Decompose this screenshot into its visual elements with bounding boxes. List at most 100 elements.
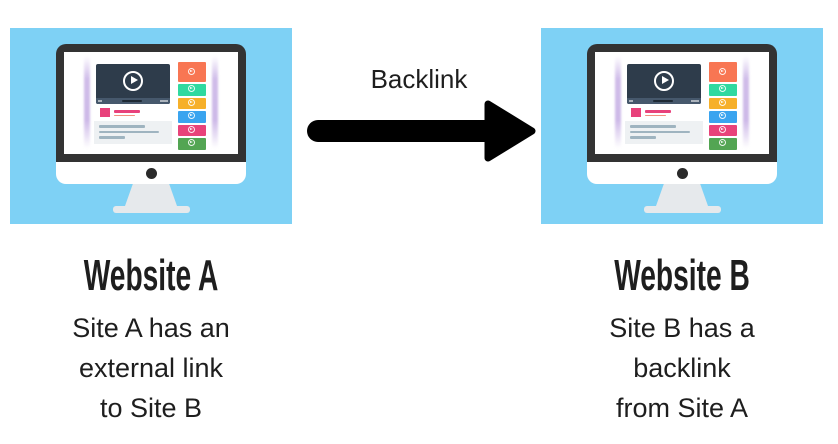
monitor-stand-base bbox=[643, 206, 721, 213]
video-control-left-icon bbox=[98, 100, 102, 102]
play-triangle-icon bbox=[190, 87, 193, 90]
text-line bbox=[99, 125, 145, 128]
video-thumb-green bbox=[178, 138, 206, 150]
article-title-line bbox=[114, 110, 140, 113]
website-a-panel bbox=[10, 28, 292, 224]
text-line bbox=[630, 130, 690, 133]
power-button-icon bbox=[146, 168, 157, 179]
video-player bbox=[96, 64, 170, 104]
monitor-stand-base bbox=[112, 206, 190, 213]
article-title-line bbox=[645, 110, 671, 113]
video-controls-bar bbox=[627, 98, 701, 104]
website-b-text: Website B Site B has a backlink from Sit… bbox=[541, 251, 823, 428]
page-shadow-right bbox=[212, 56, 218, 148]
video-controls-bar bbox=[96, 98, 170, 104]
text-line bbox=[630, 125, 676, 128]
power-button-icon bbox=[677, 168, 688, 179]
play-icon bbox=[718, 67, 726, 75]
play-icon bbox=[123, 70, 143, 91]
caption-line: external link bbox=[78, 353, 224, 383]
video-thumb-teal bbox=[178, 84, 206, 96]
monitor-chin bbox=[587, 162, 777, 184]
play-triangle-icon bbox=[721, 69, 724, 72]
play-icon bbox=[187, 98, 195, 106]
video-sidebar bbox=[178, 62, 206, 150]
video-progress-bar bbox=[653, 100, 673, 102]
play-triangle-icon bbox=[721, 114, 724, 117]
play-triangle-icon bbox=[662, 76, 669, 85]
website-a-caption: Site A has an external link to Site B bbox=[10, 308, 292, 428]
video-player bbox=[627, 64, 701, 104]
play-icon bbox=[654, 70, 674, 91]
play-triangle-icon bbox=[190, 100, 193, 103]
website-a-title: Website A bbox=[83, 251, 219, 300]
video-thumb-yellow bbox=[709, 97, 737, 109]
play-icon bbox=[718, 85, 726, 93]
backlink-label: Backlink bbox=[370, 64, 468, 94]
video-control-right-icon bbox=[691, 100, 699, 102]
website-b-panel bbox=[541, 28, 823, 224]
caption-line: from Site A bbox=[615, 393, 749, 423]
monitor-stand-neck bbox=[125, 184, 177, 206]
play-icon bbox=[718, 98, 726, 106]
play-icon bbox=[187, 85, 195, 93]
monitor-bezel bbox=[56, 44, 246, 162]
browser-screen bbox=[64, 52, 238, 154]
caption-line: backlink bbox=[633, 353, 731, 383]
article-subtitle-line bbox=[645, 114, 666, 116]
article-thumbnail bbox=[100, 108, 110, 117]
video-control-right-icon bbox=[160, 100, 168, 102]
monitor-stand-neck bbox=[656, 184, 708, 206]
monitor-chin bbox=[56, 162, 246, 184]
page-shadow-right bbox=[743, 56, 749, 148]
website-a-text: Website A Site A has an external link to… bbox=[10, 251, 292, 428]
article-thumbnail bbox=[631, 108, 641, 117]
play-triangle-icon bbox=[190, 127, 193, 130]
play-icon bbox=[718, 112, 726, 120]
video-thumb-green bbox=[709, 138, 737, 150]
text-line bbox=[99, 130, 159, 133]
caption-line: Site A has an bbox=[72, 313, 230, 343]
video-thumb-yellow bbox=[178, 97, 206, 109]
monitor-illustration-b bbox=[587, 44, 777, 213]
video-progress-bar bbox=[122, 100, 142, 102]
play-triangle-icon bbox=[721, 127, 724, 130]
play-icon bbox=[718, 139, 726, 147]
video-thumb-pink bbox=[178, 124, 206, 136]
play-triangle-icon bbox=[131, 76, 138, 85]
caption-line: to Site B bbox=[99, 393, 203, 423]
play-icon bbox=[187, 139, 195, 147]
video-thumb-pink bbox=[709, 124, 737, 136]
monitor-illustration-a bbox=[56, 44, 246, 213]
website-b-caption: Site B has a backlink from Site A bbox=[541, 308, 823, 428]
play-triangle-icon bbox=[721, 141, 724, 144]
text-line bbox=[99, 136, 125, 139]
article-text-block bbox=[625, 121, 703, 144]
video-control-left-icon bbox=[629, 100, 633, 102]
article-text-block bbox=[94, 121, 172, 144]
play-icon bbox=[187, 67, 195, 75]
video-thumb-blue bbox=[178, 111, 206, 123]
play-triangle-icon bbox=[190, 141, 193, 144]
play-triangle-icon bbox=[190, 69, 193, 72]
video-sidebar bbox=[709, 62, 737, 150]
video-thumb-orange bbox=[178, 62, 206, 82]
play-icon bbox=[718, 125, 726, 133]
text-line bbox=[630, 136, 656, 139]
page-shadow-left bbox=[615, 56, 621, 148]
play-icon bbox=[187, 125, 195, 133]
page-shadow-left bbox=[84, 56, 90, 148]
website-b-title: Website B bbox=[614, 251, 750, 300]
caption-line: Site B has a bbox=[609, 313, 755, 343]
video-thumb-orange bbox=[709, 62, 737, 82]
article-subtitle-line bbox=[114, 114, 135, 116]
video-thumb-teal bbox=[709, 84, 737, 96]
play-triangle-icon bbox=[190, 114, 193, 117]
play-triangle-icon bbox=[721, 87, 724, 90]
backlink-arrow-icon bbox=[307, 100, 536, 162]
video-thumb-blue bbox=[709, 111, 737, 123]
play-triangle-icon bbox=[721, 100, 724, 103]
browser-screen bbox=[595, 52, 769, 154]
play-icon bbox=[187, 112, 195, 120]
